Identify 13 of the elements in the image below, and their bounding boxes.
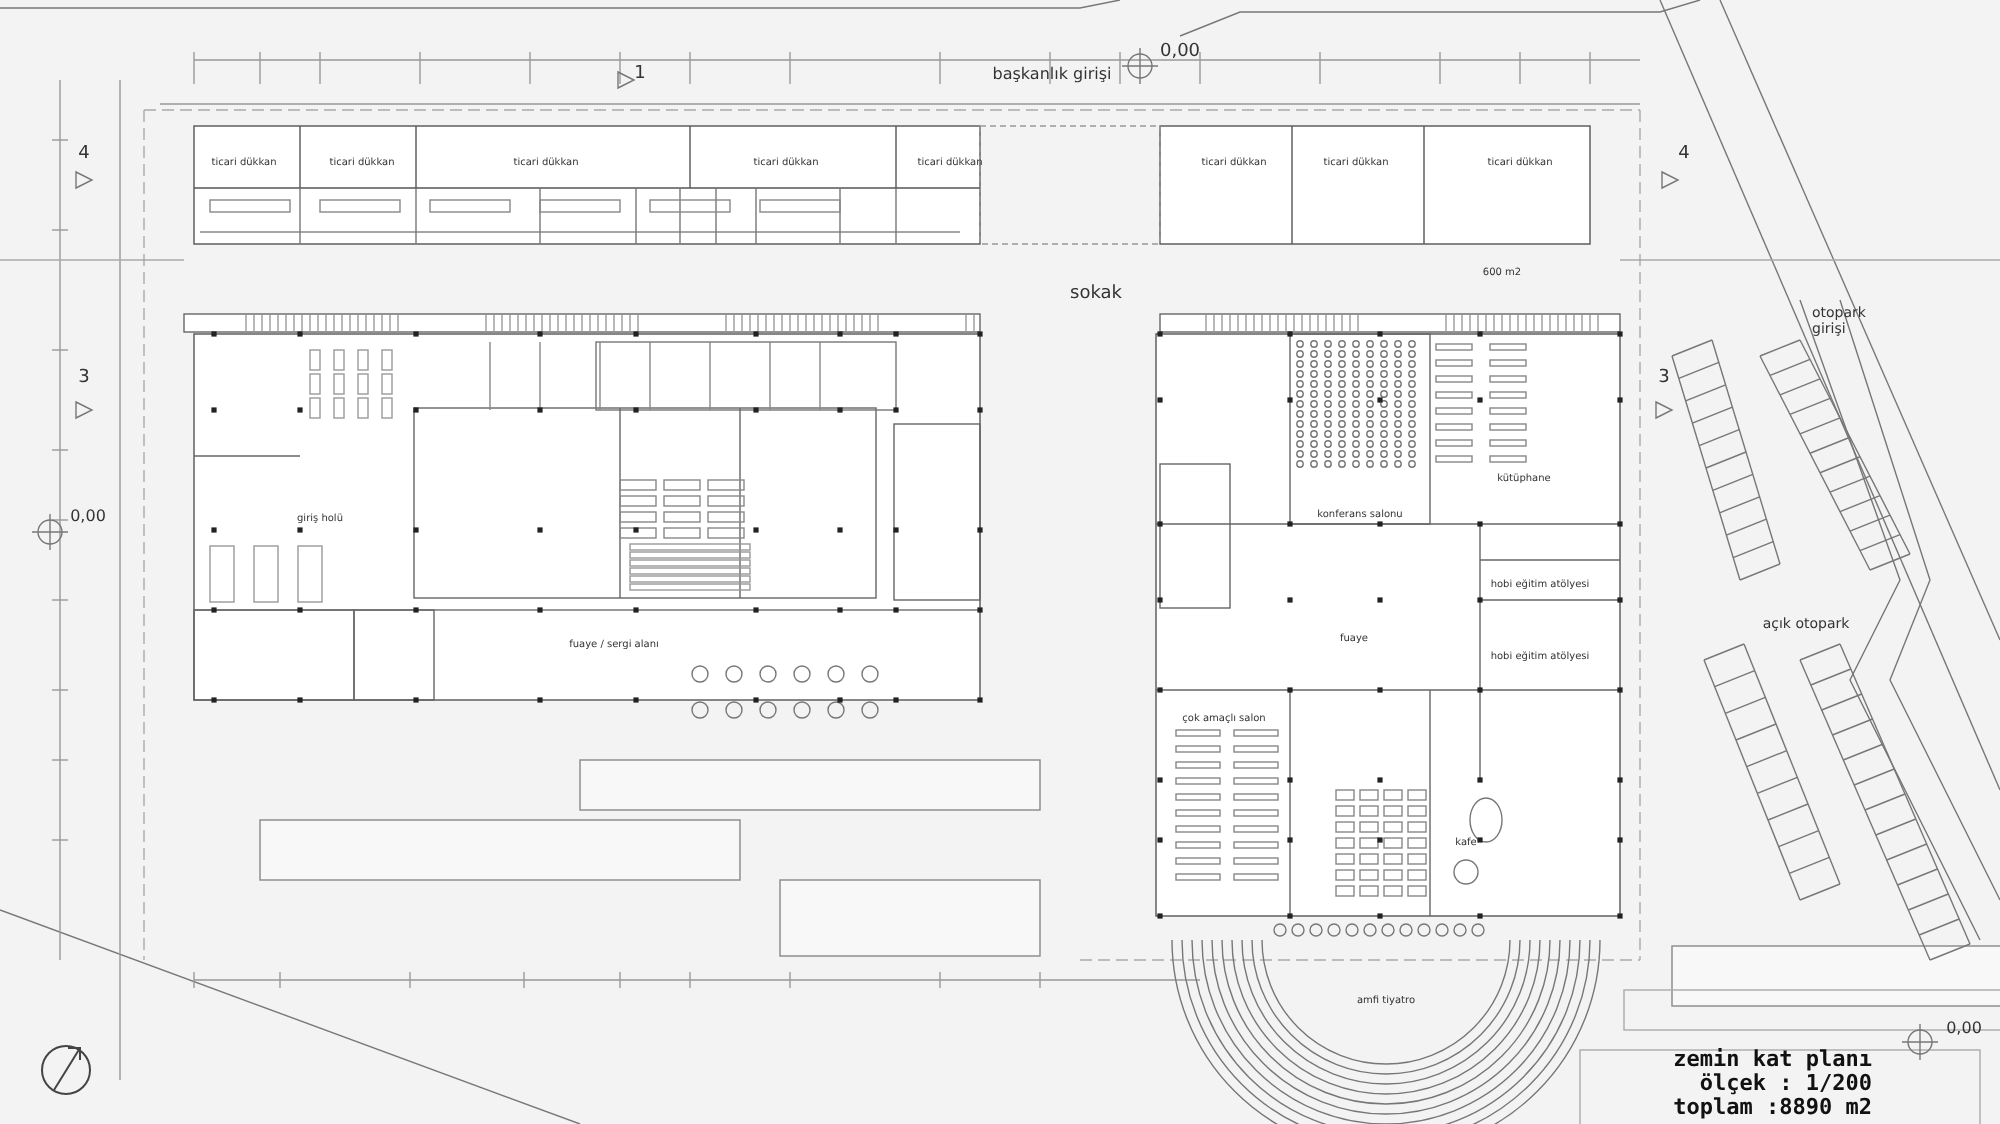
section-mark: 3	[78, 370, 90, 390]
section-mark: 4	[1678, 146, 1690, 166]
plan-title: zemin kat planı	[1673, 1046, 1872, 1072]
plan-note: ölçek : 1/200	[1699, 1070, 1872, 1096]
area-label: sokak	[1070, 286, 1122, 306]
section-mark: 3	[1658, 370, 1670, 390]
entrance-label: başkanlık girişi	[992, 67, 1112, 85]
section-mark: 1	[634, 66, 646, 86]
level-mark: 0,00	[1946, 1021, 1982, 1039]
level-mark: 0,00	[1159, 44, 1201, 64]
plan-note: toplam :8890 m2	[1673, 1094, 1872, 1120]
section-mark: 4	[78, 146, 90, 166]
level-mark: 0,00	[70, 509, 106, 527]
